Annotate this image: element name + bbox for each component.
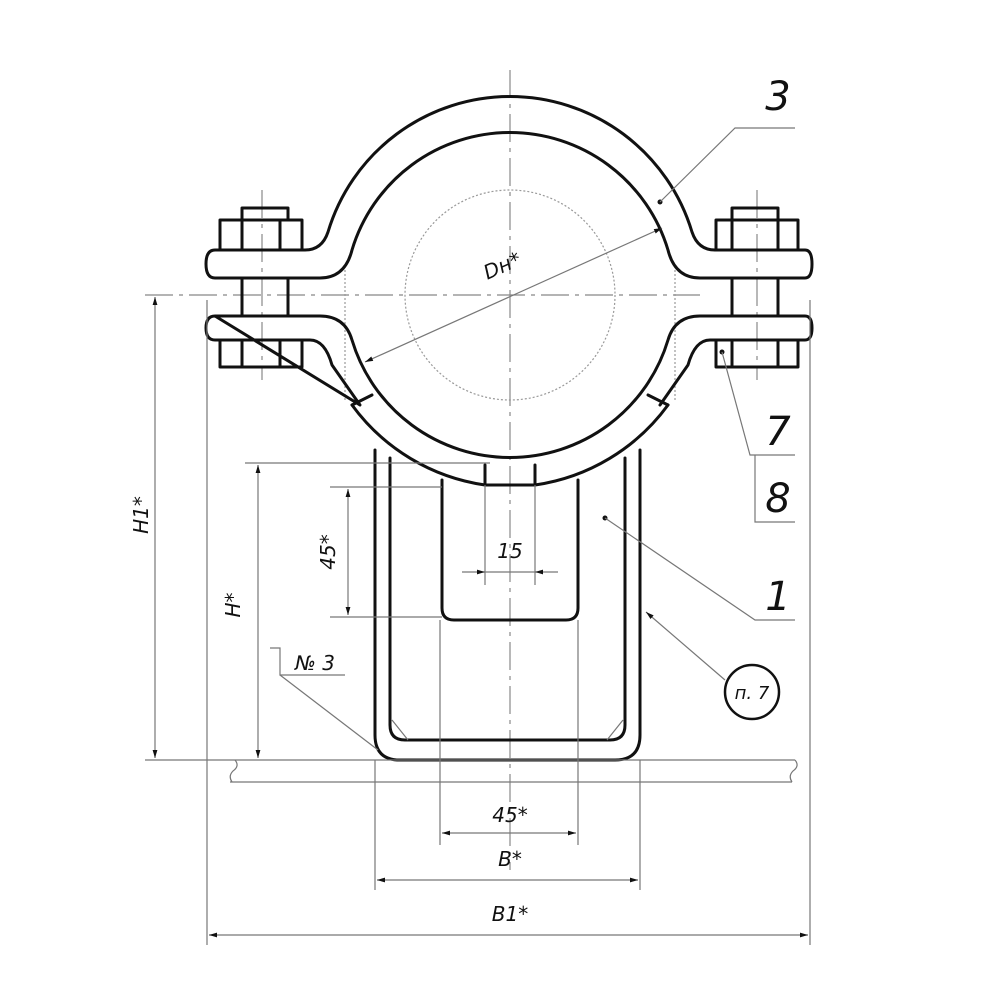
u-bracket xyxy=(373,448,642,762)
dim-slot-gap: 15 xyxy=(497,539,522,563)
upper-clamp xyxy=(204,95,814,280)
dim-slot-height: 45* xyxy=(316,534,340,569)
dim-total-width: B1* xyxy=(492,902,528,926)
note-reference: п. 7 xyxy=(735,683,770,704)
dim-height-total: H1* xyxy=(129,496,153,534)
dim-slot-width: 45* xyxy=(492,803,527,827)
dim-bracket-width: B* xyxy=(498,847,522,871)
callout-8: 8 xyxy=(765,476,790,522)
note-circle xyxy=(723,663,781,721)
dim-pipe-diameter: Dн* xyxy=(480,247,525,285)
callout-7: 7 xyxy=(765,409,791,455)
base-surface xyxy=(145,759,798,783)
weld-mark: № 3 xyxy=(294,651,335,675)
lower-clamp xyxy=(204,314,814,487)
right-bolt xyxy=(714,206,800,369)
callout-3: 3 xyxy=(765,74,790,120)
left-bolt xyxy=(218,206,304,369)
centerlines xyxy=(145,70,758,870)
dimension-lines xyxy=(152,227,811,945)
pipe-hidden-lines xyxy=(344,270,676,400)
callout-1: 1 xyxy=(765,574,790,620)
leader-lines xyxy=(270,127,795,751)
dim-height: H* xyxy=(221,592,245,617)
